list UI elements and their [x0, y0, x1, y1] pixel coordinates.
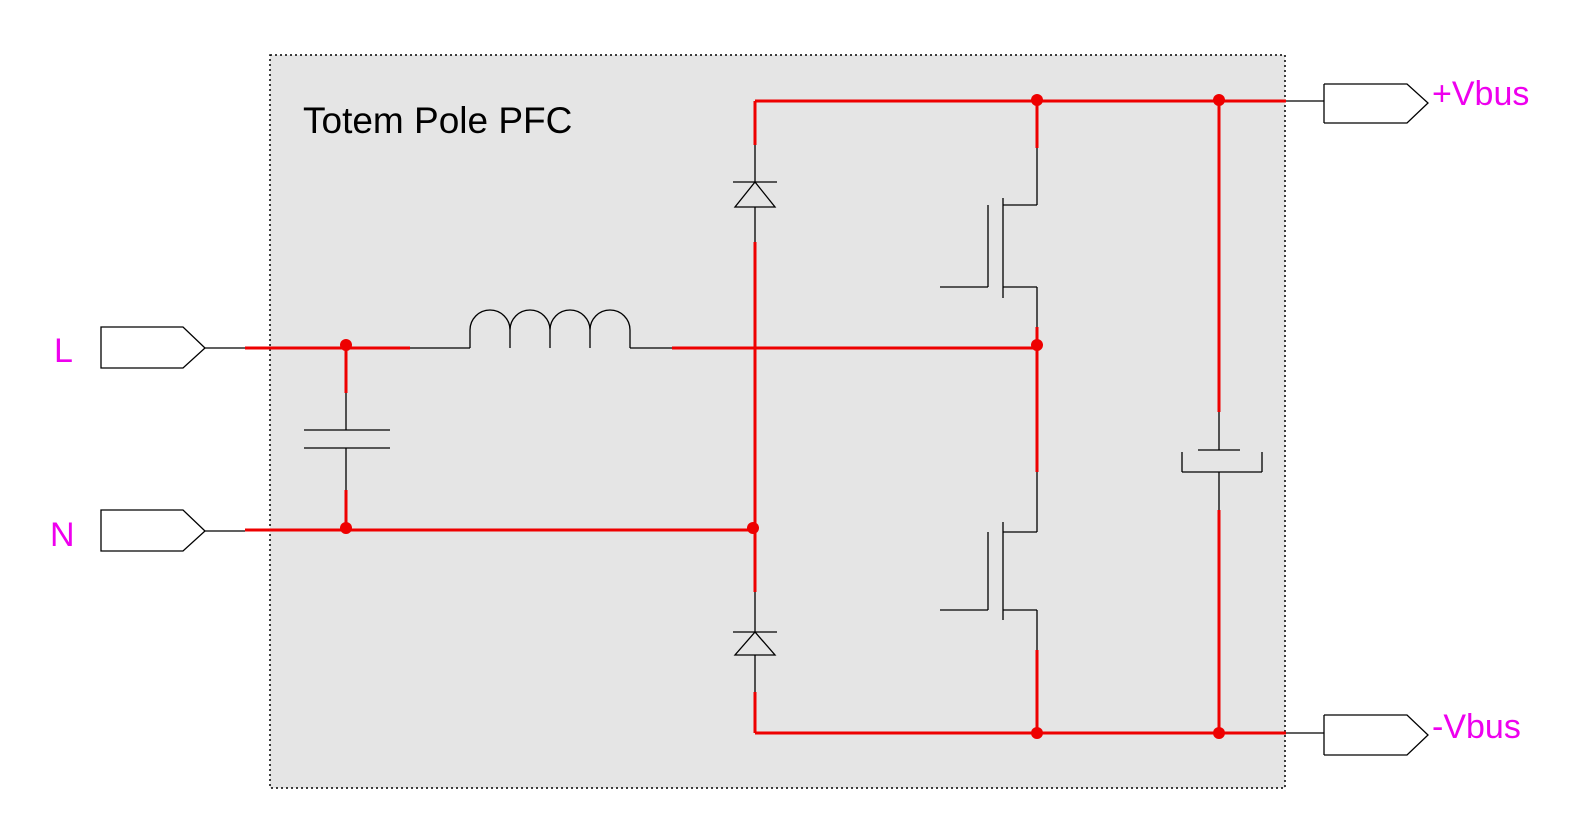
junction-dot: [1031, 339, 1043, 351]
junction-dot: [1031, 727, 1043, 739]
port-vbus-positive[interactable]: +Vbus: [1286, 75, 1529, 124]
wires: [245, 99, 1286, 735]
junction-dot: [747, 522, 759, 534]
junction-dot: [1213, 727, 1225, 739]
port-l[interactable]: L: [54, 326, 245, 370]
junction-dot: [340, 339, 352, 351]
totem-pole-pfc-block[interactable]: [269, 54, 1286, 789]
boost-inductor[interactable]: [410, 309, 672, 349]
port-label-vbus-negative: -Vbus: [1432, 708, 1521, 746]
bus-capacitor[interactable]: [1181, 412, 1263, 510]
port-label-vbus-positive: +Vbus: [1432, 75, 1529, 113]
junction-dot: [1213, 94, 1225, 106]
lower-mosfet[interactable]: [940, 472, 1038, 650]
port-label-l: L: [54, 332, 73, 370]
port-label-n: N: [50, 516, 75, 554]
port-n[interactable]: N: [50, 509, 245, 554]
lower-diode[interactable]: [733, 592, 777, 692]
input-capacitor[interactable]: [304, 393, 390, 490]
junction-dots: [340, 94, 1225, 739]
junction-dot: [1031, 94, 1043, 106]
upper-diode[interactable]: [733, 145, 777, 242]
block-title: Totem Pole PFC: [303, 100, 572, 141]
port-vbus-negative[interactable]: -Vbus: [1286, 708, 1521, 756]
junction-dot: [340, 522, 352, 534]
upper-mosfet[interactable]: [940, 148, 1038, 327]
